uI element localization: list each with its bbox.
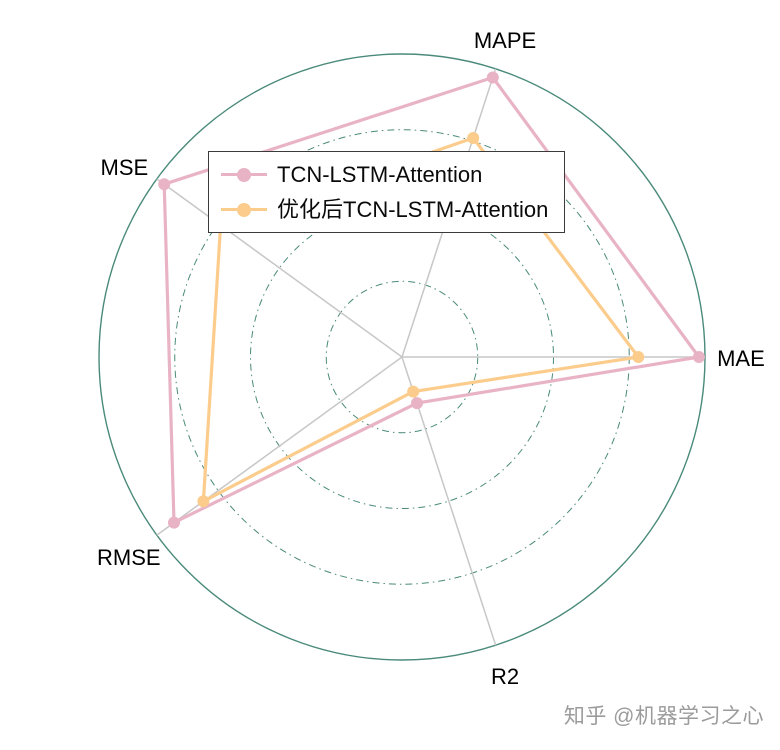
legend-label: 优化后TCN-LSTM-Attention <box>277 196 549 222</box>
legend-label: TCN-LSTM-Attention <box>277 161 483 187</box>
axis-label-mse: MSE <box>101 155 149 180</box>
axis-spoke <box>156 178 403 358</box>
axis-spoke <box>156 356 403 536</box>
data-point <box>486 71 499 84</box>
legend: TCN-LSTM-Attention 优化后TCN-LSTM-Attention <box>208 151 566 233</box>
series-marker-icon <box>221 167 267 182</box>
data-point <box>168 516 180 529</box>
data-point <box>407 385 420 398</box>
data-point <box>467 132 480 144</box>
axis-label-r2: R2 <box>491 664 519 689</box>
legend-item: 优化后TCN-LSTM-Attention <box>221 194 548 225</box>
legend-dot-icon <box>237 167 251 182</box>
legend-item: TCN-LSTM-Attention <box>221 159 548 190</box>
watermark: 知乎 @机器学习之心 <box>563 705 764 728</box>
data-point <box>158 178 171 191</box>
axis-label-rmse: RMSE <box>97 545 161 570</box>
data-point <box>692 351 705 363</box>
legend-dot-icon <box>237 202 251 217</box>
axis-label-mae: MAE <box>717 346 765 371</box>
data-point <box>632 351 645 363</box>
data-point <box>197 495 210 508</box>
axis-label-mape: MAPE <box>474 28 536 53</box>
series-marker-icon <box>221 202 267 217</box>
data-point <box>411 397 423 410</box>
